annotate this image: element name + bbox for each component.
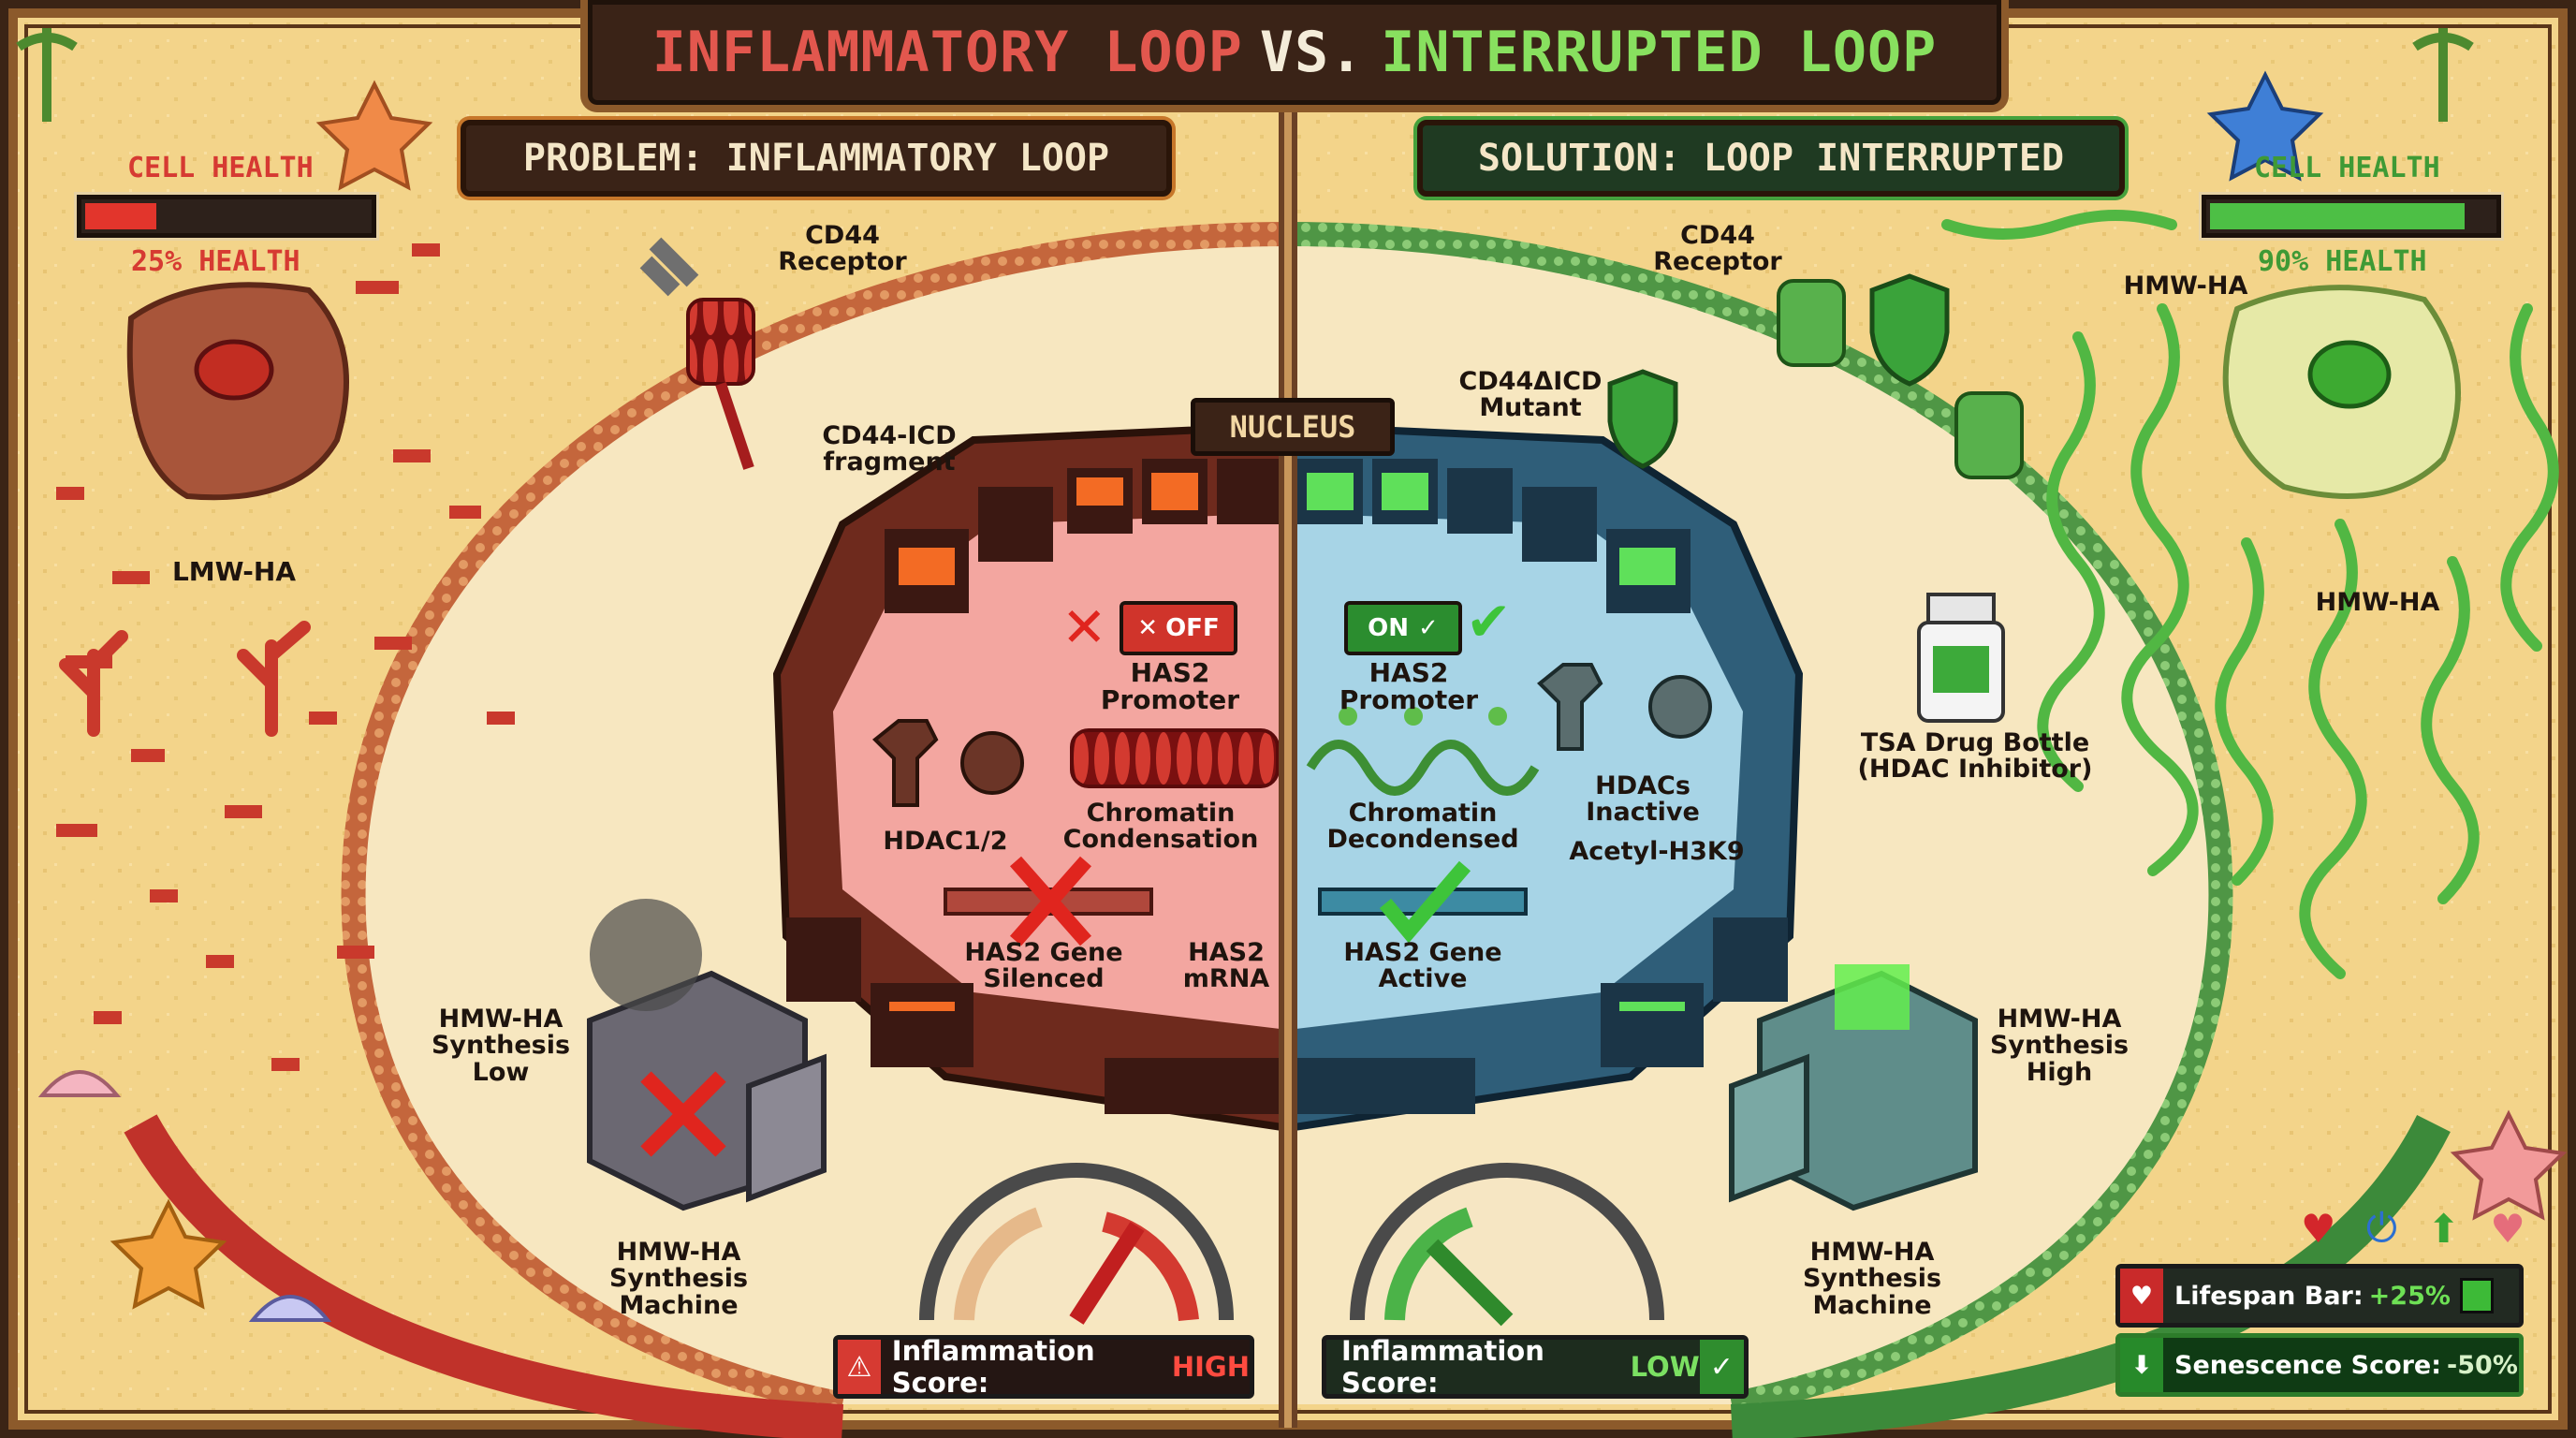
has2-gene-silenced-label: HAS2 Gene Silenced: [964, 938, 1123, 994]
shield-icon: [1607, 369, 1678, 469]
senescence-value: -50%: [2447, 1350, 2518, 1380]
inflammation-score-value-right: LOW: [1630, 1351, 1700, 1383]
hmw-ha-synthesis-high-label: HMW-HA Synthesis High: [1989, 1005, 2130, 1087]
check-icon: ✓: [1699, 1340, 1744, 1394]
tsa-bottle-label: TSA Drug Bottle (HDAC Inhibitor): [1857, 728, 2093, 785]
problem-header: PROBLEM: INFLAMMATORY LOOP: [461, 120, 1172, 197]
hdac-character: [872, 719, 1024, 807]
hmw-ha-label-right: HMW-HA: [2315, 588, 2440, 617]
inflammation-score-label-right: Inflammation Score:: [1341, 1335, 1544, 1399]
cd44-receptor-left: [639, 237, 755, 470]
on-toggle-label: ON: [1368, 614, 1410, 642]
cd44-label-left: CD44 Receptor: [778, 221, 907, 277]
hdac-label: HDAC1/2: [883, 827, 1008, 856]
chromatin-condensation-label: Chromatin Condensation: [1062, 799, 1259, 855]
synthesis-machine-broken: [587, 899, 827, 1211]
hdac-inactive-character: [1537, 663, 1712, 751]
heart-icon: ♥: [2120, 1269, 2163, 1323]
inflammation-score-low: Inflammation Score: LOW ✓: [1322, 1335, 1749, 1399]
has2-gene-active-label: HAS2 Gene Active: [1343, 938, 1502, 994]
inflammation-gauge-low: [1350, 1163, 1664, 1327]
palm-tree-icon: [16, 28, 78, 122]
coral-decoration: [59, 621, 311, 737]
warning-icon: ⚠: [838, 1340, 881, 1394]
tsa-bottle: [1917, 593, 2005, 723]
lifespan-label: Lifespan Bar:: [2174, 1281, 2364, 1311]
power-icon[interactable]: ⏻: [2365, 1205, 2397, 1251]
cd44-dicd-mutant-label: CD44ΔICD Mutant: [1458, 367, 1603, 423]
nucleus: [772, 421, 1804, 1133]
acetyl-h3k9-label: Acetyl-H3K9: [1569, 837, 1745, 866]
senescence-label: Senescence Score:: [2174, 1350, 2442, 1380]
down-arrow-icon: ⬇: [2120, 1338, 2163, 1392]
title-banner: INFLAMMATORY LOOP VS. INTERRUPTED LOOP: [580, 0, 2009, 112]
chromatin-decondensed: [1306, 740, 1540, 796]
palm-tree-icon: [2412, 28, 2474, 122]
inflammation-score-high: ⚠ Inflammation Score: HIGH: [833, 1335, 1254, 1399]
seashell-icon: [37, 1070, 122, 1097]
cell-health-fill-left: [85, 203, 156, 229]
nucleus-label: NUCLEUS: [1191, 398, 1395, 456]
has2-mrna-label: HAS2 mRNA: [1182, 938, 1270, 994]
cell-health-value-left: 25% HEALTH: [131, 245, 300, 278]
close-icon: ✕: [1137, 614, 1159, 642]
inflammation-gauge-high: [919, 1163, 1234, 1325]
inflammation-score-label-left: Inflammation Score:: [891, 1335, 1095, 1399]
hmw-ha-synthesis-low-label: HMW-HA Synthesis Low: [431, 1005, 571, 1087]
hud-icon-row: ♥ ⏻ ⬆ ♥: [2301, 1202, 2525, 1255]
cd44-label-right: CD44 Receptor: [1653, 221, 1782, 277]
seashell-icon: [248, 1295, 332, 1322]
machine-label-right: HMW-HA Synthesis Machine: [1802, 1238, 1942, 1320]
machine-label-left: HMW-HA Synthesis Machine: [608, 1238, 749, 1320]
starfish-icon: [2206, 70, 2324, 182]
has2-promoter-label-left: HAS2 Promoter: [1100, 657, 1240, 716]
cell-health-title-right: CELL HEALTH: [2254, 152, 2440, 184]
lifespan-value: +25%: [2368, 1281, 2451, 1311]
solution-header: SOLUTION: LOOP INTERRUPTED: [1417, 120, 2125, 197]
synthesis-machine-working: [1729, 964, 1978, 1211]
lifespan-bar: ♥ Lifespan Bar: +25%: [2115, 1264, 2524, 1328]
shield-icon: [1869, 273, 1950, 387]
check-icon: ✓: [1418, 614, 1439, 642]
starfish-icon: [110, 1198, 227, 1310]
cell-health-bar-right: [2202, 195, 2501, 238]
title-problem: INFLAMMATORY LOOP: [651, 20, 1243, 85]
hmw-ha-label-top: HMW-HA: [2123, 271, 2248, 301]
damaged-cell: [126, 282, 349, 501]
has2-promoter-label-right: HAS2 Promoter: [1339, 657, 1479, 716]
hmw-ha-strands: [1941, 210, 2559, 979]
senescence-score: ⬇ Senescence Score: -50%: [2115, 1333, 2524, 1397]
cell-health-value-right: 90% HEALTH: [2258, 245, 2427, 278]
cd44-receptor-right: [1777, 279, 2024, 479]
chromatin-coil: [1070, 728, 1280, 788]
lmw-ha-label: LMW-HA: [171, 556, 297, 587]
inflammation-score-value-left: HIGH: [1171, 1351, 1250, 1383]
lifespan-meter: [2459, 1278, 2494, 1313]
chromatin-decondensed-label: Chromatin Decondensed: [1326, 799, 1519, 855]
has2-gene-active-dna: [1318, 860, 1528, 944]
has2-gene-silenced-dna: [944, 856, 1153, 946]
on-toggle[interactable]: ON ✓: [1344, 601, 1462, 655]
cell-health-fill-right: [2210, 203, 2465, 229]
up-arrow-icon[interactable]: ⬆: [2427, 1205, 2461, 1252]
hdacs-inactive-label: HDACs Inactive: [1586, 771, 1700, 828]
cell-health-bar-left: [77, 195, 376, 238]
cell-health-title-left: CELL HEALTH: [127, 152, 314, 184]
title-solution: INTERRUPTED LOOP: [1381, 20, 1938, 85]
off-toggle[interactable]: ✕ OFF: [1120, 601, 1237, 655]
heart-icon[interactable]: ♥: [2490, 1205, 2525, 1252]
healthy-cell: [2222, 285, 2461, 499]
starfish-icon: [315, 80, 433, 191]
check-mark-icon: ✔: [1466, 590, 1512, 653]
x-mark-icon: ✕: [1061, 595, 1107, 659]
cd44-icd-label: CD44-ICD fragment: [822, 421, 957, 477]
starfish-icon: [2450, 1109, 2568, 1221]
heart-icon[interactable]: ♥: [2301, 1205, 2336, 1252]
title-vs: VS.: [1259, 20, 1365, 85]
off-toggle-label: OFF: [1165, 614, 1220, 642]
